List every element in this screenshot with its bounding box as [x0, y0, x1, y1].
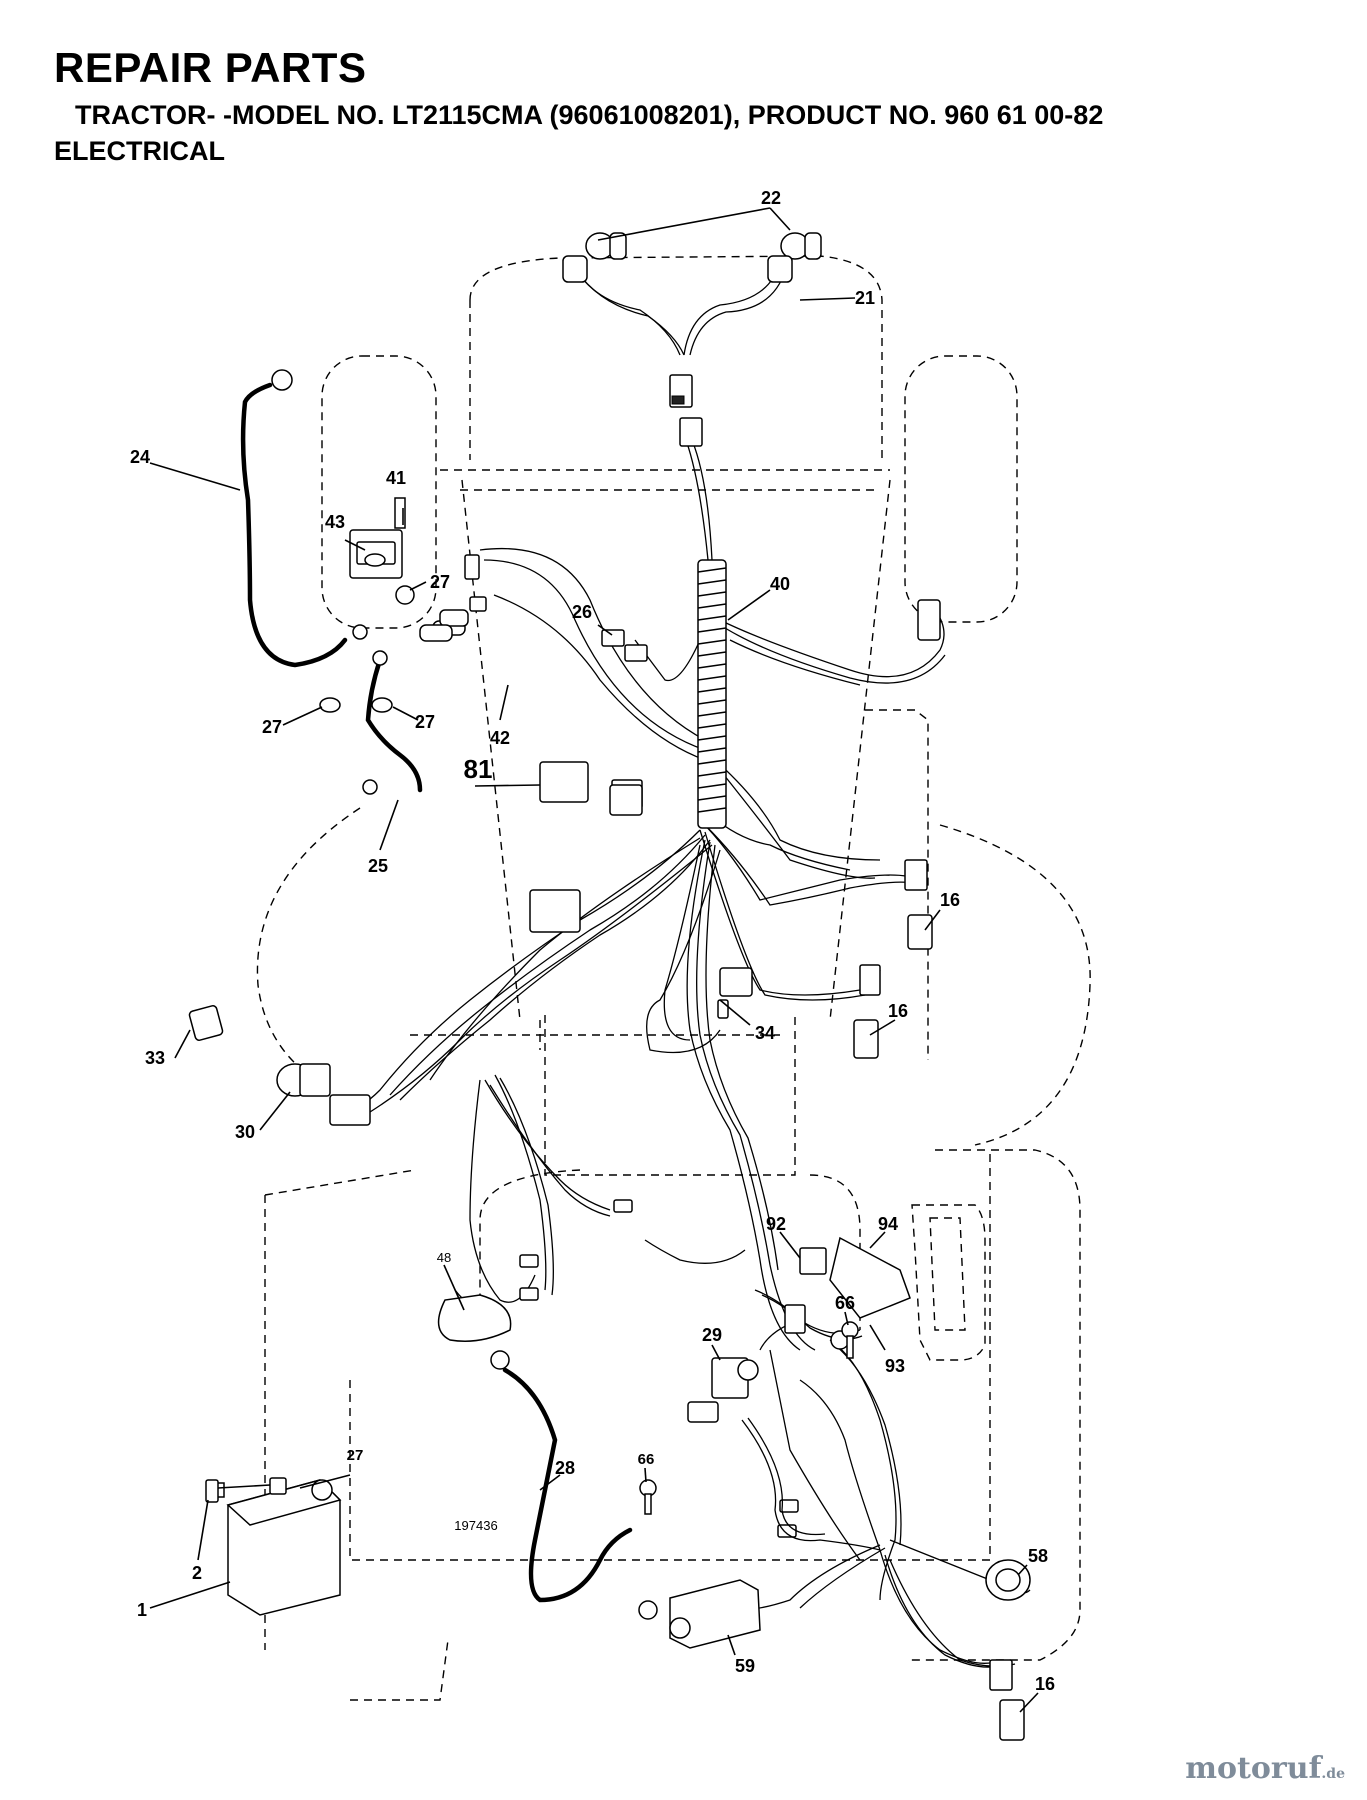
bolt-66	[639, 1321, 859, 1515]
terminal-hardware-2	[205, 1477, 287, 1503]
callout-labels: 22 21 24 41 43 27 40 26 27 27 42 81 25 1…	[130, 188, 1055, 1694]
battery-1	[209, 1479, 342, 1616]
callout-1: 1	[137, 1600, 147, 1620]
callout-22: 22	[761, 188, 781, 208]
harness-conduit	[697, 559, 727, 829]
module-59	[669, 1579, 761, 1649]
callout-26: 26	[572, 602, 592, 622]
coiled-wire	[741, 1417, 881, 1551]
callout-30: 30	[235, 1122, 255, 1142]
callout-41: 41	[386, 468, 406, 488]
callout-27-upper: 27	[430, 572, 450, 592]
callout-66-lower: 66	[638, 1451, 655, 1468]
callout-27-lower: 27	[347, 1447, 364, 1464]
model-subtitle: TRACTOR- -MODEL NO. LT2115CMA (960610082…	[75, 100, 1104, 130]
callout-24: 24	[130, 447, 150, 467]
callout-59: 59	[735, 1656, 755, 1676]
leader-lines	[149, 207, 1039, 1713]
callout-66-upper: 66	[835, 1293, 855, 1313]
callout-21: 21	[855, 288, 875, 308]
callout-27-mid: 27	[415, 712, 435, 732]
solenoid-43	[349, 497, 415, 605]
page-title: REPAIR PARTS	[54, 44, 367, 91]
tractor-outline	[256, 255, 1091, 1701]
callout-58: 58	[1028, 1546, 1048, 1566]
callout-40: 40	[770, 574, 790, 594]
ignition-key-33	[188, 1005, 224, 1041]
fuel-solenoid-48	[437, 1294, 512, 1342]
drawing-number: 197436	[454, 1518, 497, 1533]
relay-81	[539, 761, 589, 803]
callout-93: 93	[885, 1356, 905, 1376]
callout-81: 81	[464, 754, 493, 784]
callout-33: 33	[145, 1048, 165, 1068]
callout-48: 48	[437, 1250, 451, 1265]
callout-94: 94	[878, 1214, 898, 1234]
bracket-part	[911, 1204, 986, 1361]
connectors	[329, 374, 1025, 1741]
watermark-suffix: .de	[1321, 1766, 1345, 1782]
callout-29: 29	[702, 1325, 722, 1345]
battery-cables	[240, 382, 633, 1603]
callout-25: 25	[368, 856, 388, 876]
callout-16-lower: 16	[1035, 1674, 1055, 1694]
ignition-switch-30	[276, 1063, 331, 1097]
callout-27-left: 27	[262, 717, 282, 737]
module-94	[829, 1236, 911, 1319]
callout-16-upper: 16	[940, 890, 960, 910]
callout-92: 92	[766, 1214, 786, 1234]
callout-2: 2	[192, 1563, 202, 1583]
callout-34: 34	[755, 1023, 775, 1043]
hour-meter-58	[985, 1559, 1031, 1601]
callout-43: 43	[325, 512, 345, 532]
headlight-bulbs	[562, 232, 822, 283]
wire-harness	[339, 261, 1031, 1668]
safety-switch-29	[687, 1357, 759, 1423]
watermark: motoruf.de	[1185, 1751, 1345, 1786]
callout-16-middle: 16	[888, 1001, 908, 1021]
watermark-text: motoruf	[1185, 1751, 1322, 1786]
callout-42: 42	[490, 728, 510, 748]
section-label: ELECTRICAL	[54, 136, 225, 166]
hardware-nuts	[271, 369, 850, 1620]
callout-28: 28	[555, 1458, 575, 1478]
